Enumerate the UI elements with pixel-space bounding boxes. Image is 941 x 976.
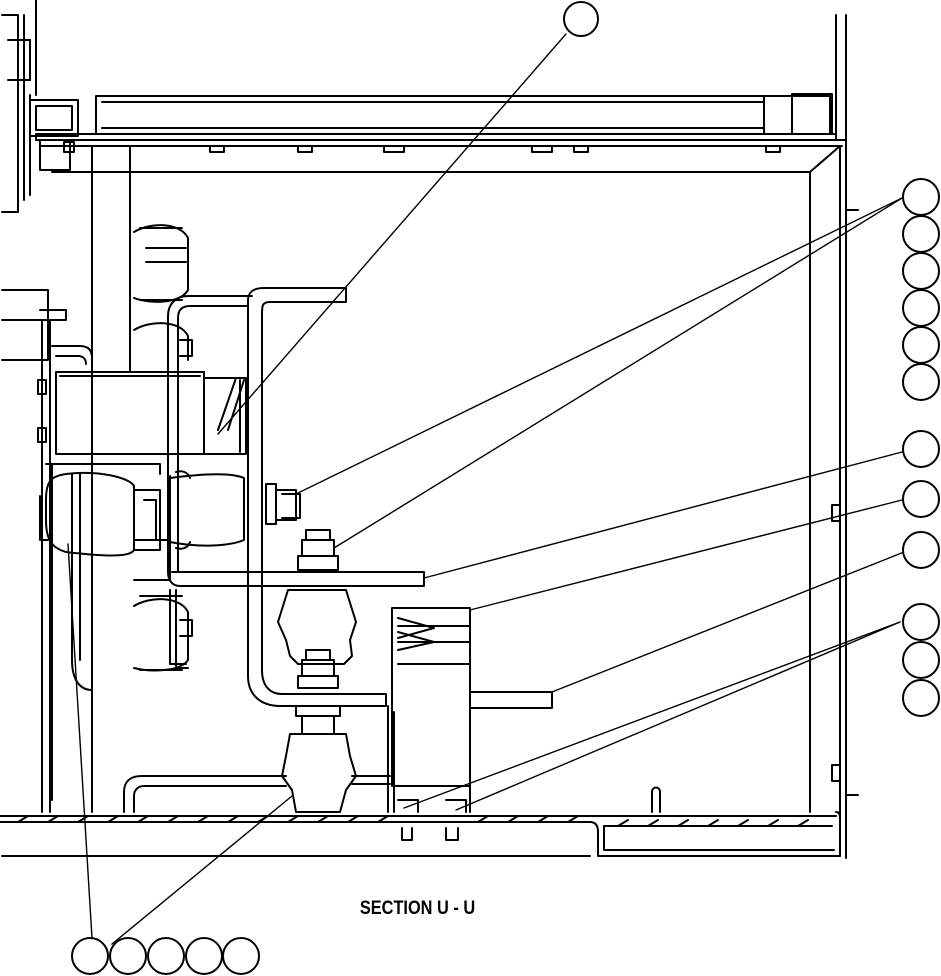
callout-leaders [68,34,904,944]
callout-balloon [564,2,598,36]
callout-balloon [903,604,939,640]
callout-balloon [148,938,184,974]
section-caption: SECTION U - U [359,898,476,919]
top-cover [36,0,846,170]
enclosure [52,140,858,858]
callout-balloon [903,431,939,467]
callout-balloon [903,642,939,678]
left-wall [2,15,78,812]
callout-balloon [72,938,108,974]
callout-balloon [903,680,939,716]
bolts [266,484,340,734]
callout-balloon [903,253,939,289]
callout-balloon [903,179,939,215]
bracket [388,608,552,812]
callout-balloons [72,2,939,974]
round-ports [134,225,192,670]
cable [124,776,390,812]
callout-balloon [110,938,146,974]
callout-balloon [903,532,939,568]
callout-balloon [903,216,939,252]
busbars [52,288,424,800]
callout-balloon [223,938,259,974]
bushing-assembly [40,372,246,556]
callout-balloon [186,938,222,974]
callout-balloon [903,290,939,326]
callout-balloon [903,327,939,363]
callout-balloon [903,481,939,517]
floor [0,788,840,857]
insulators [278,590,356,812]
callout-balloon [903,364,939,400]
